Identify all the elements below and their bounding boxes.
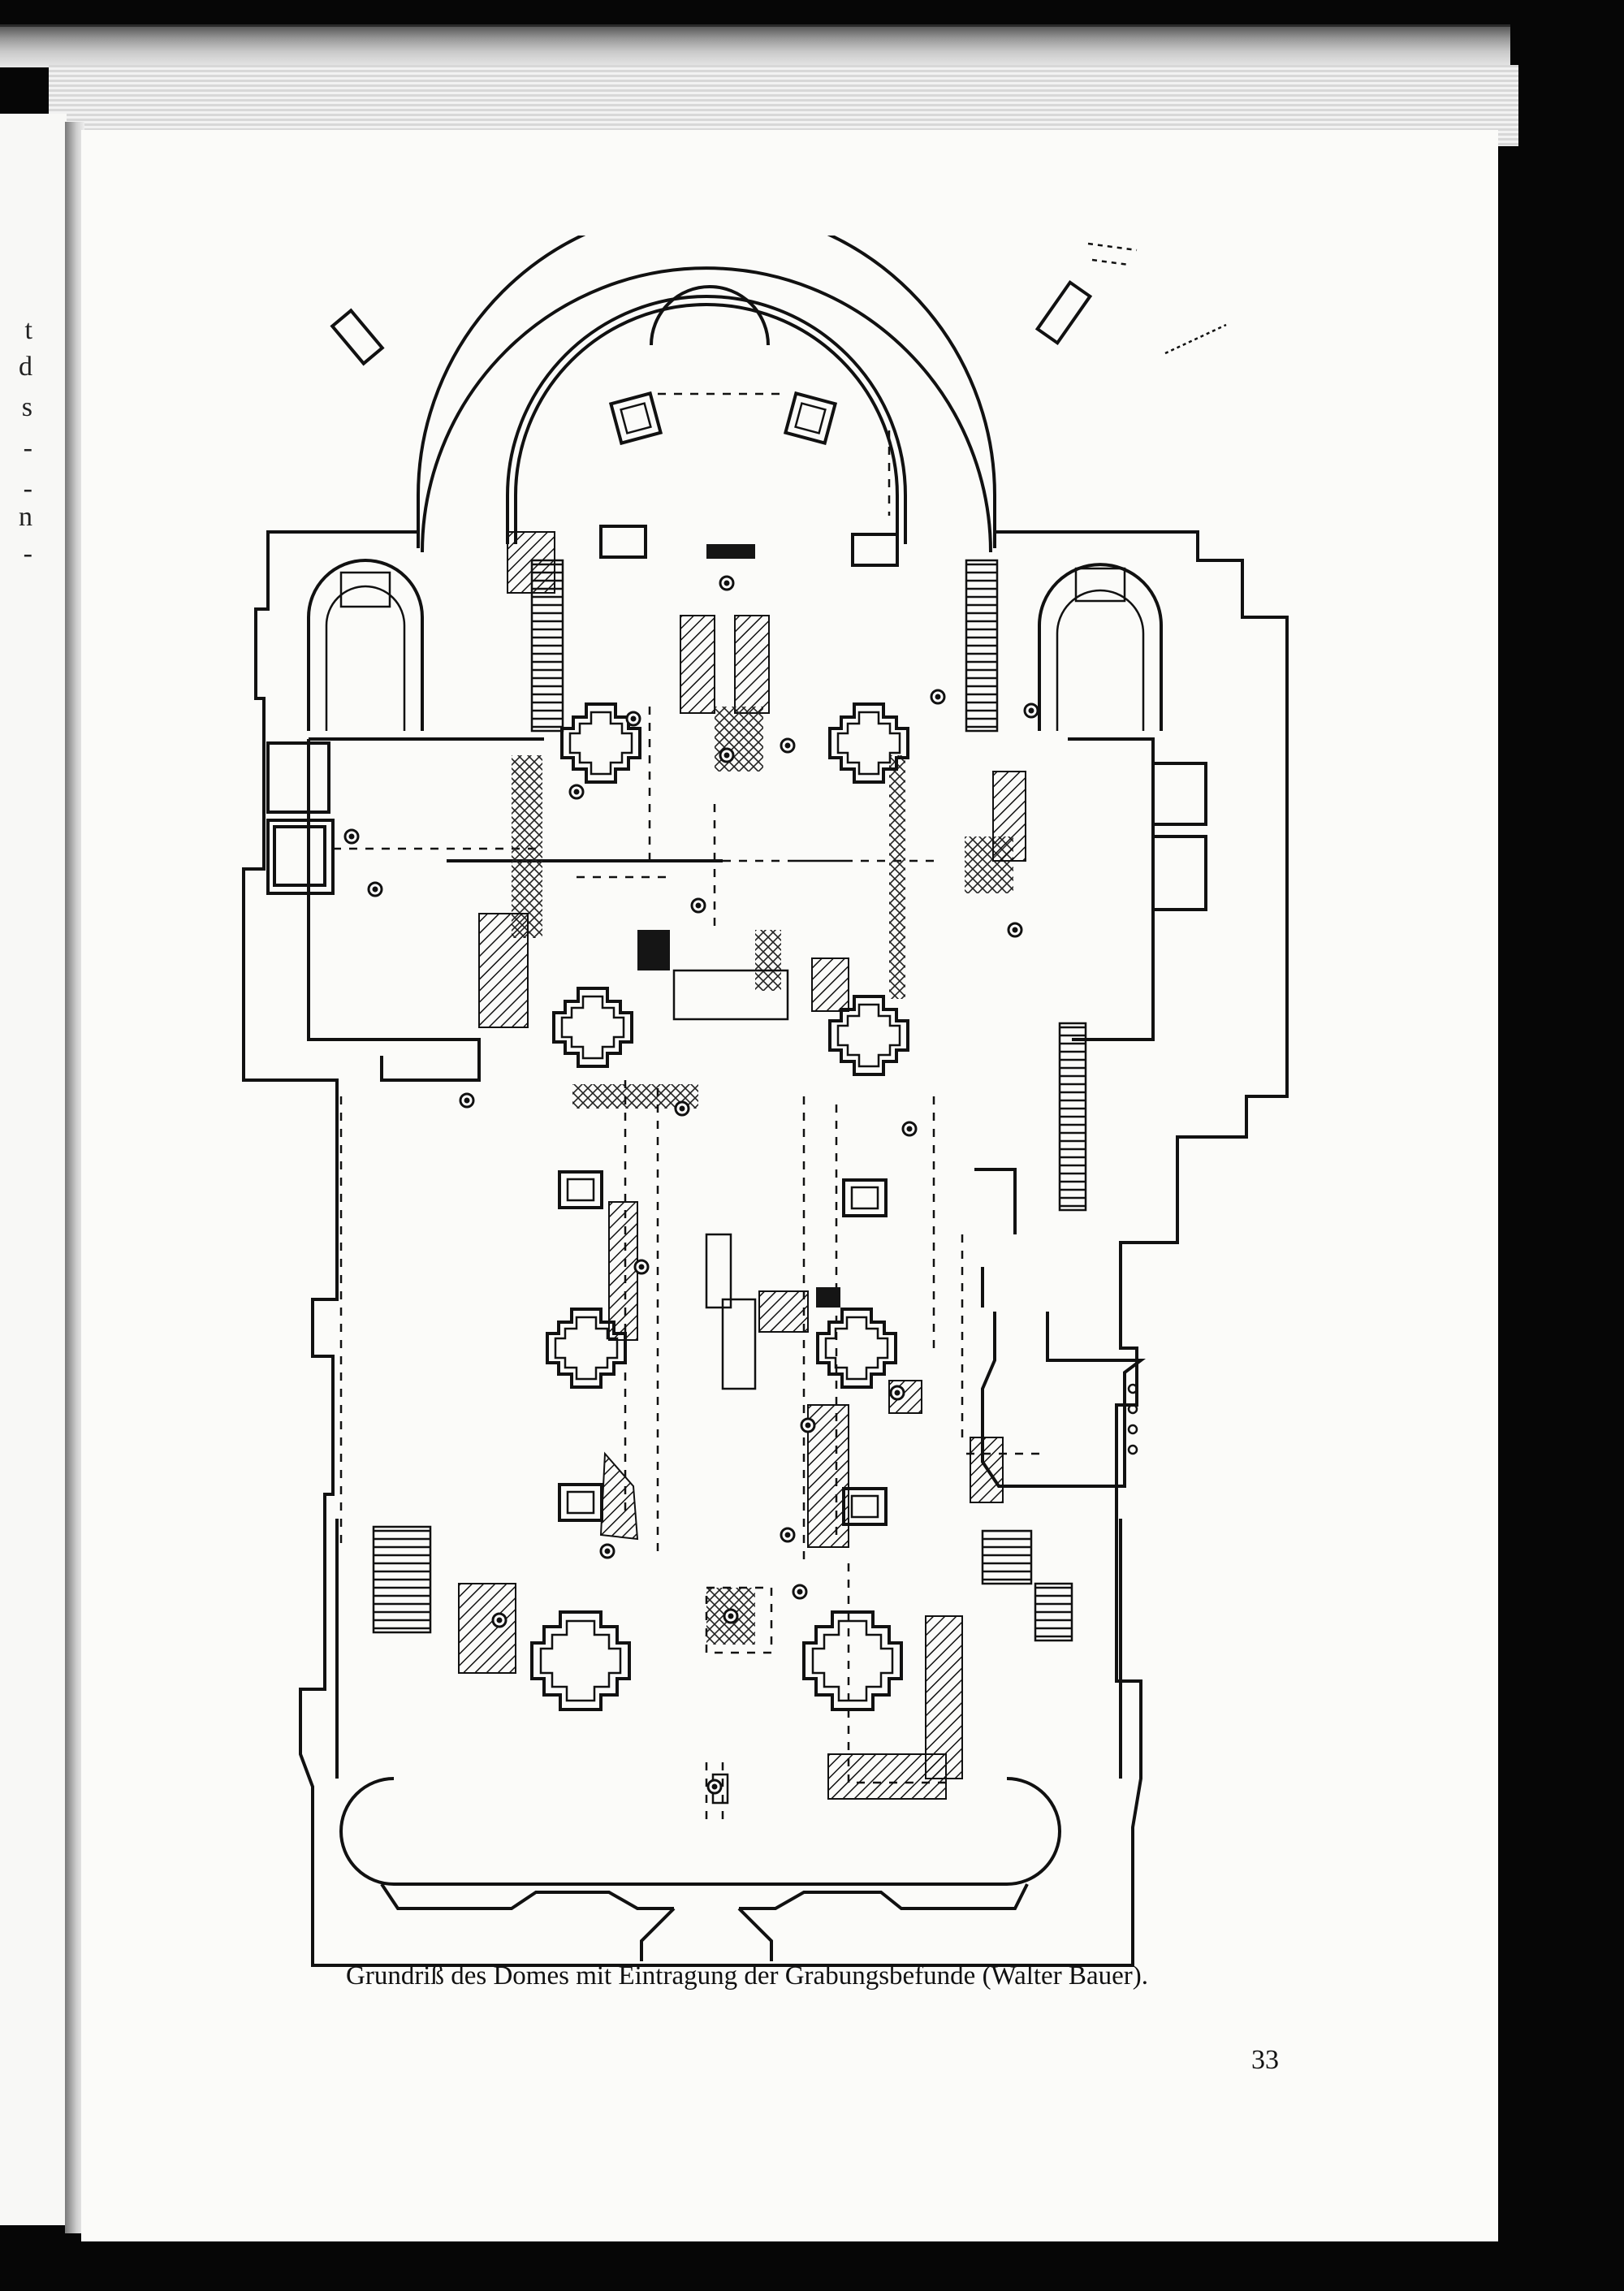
figure-caption: Grundriß des Domes mit Eintragung der Gr…: [346, 1961, 1148, 1991]
left-page-text-fragment: -: [23, 433, 32, 463]
left-page-text-fragment: -: [23, 538, 32, 568]
book-page: [81, 130, 1498, 2241]
page-number: 33: [1251, 2045, 1279, 2075]
left-page-text-fragment: s: [21, 392, 32, 422]
book-top-edge: [0, 24, 1510, 67]
left-page-text-fragment: d: [19, 352, 32, 382]
left-page-text-fragment: n: [19, 502, 32, 532]
left-page: t d s - - n -: [0, 114, 67, 2225]
cathedral-floor-plan: [154, 205, 1307, 1982]
left-page-text-fragment: t: [24, 315, 32, 345]
left-page-text-fragment: -: [23, 473, 32, 504]
